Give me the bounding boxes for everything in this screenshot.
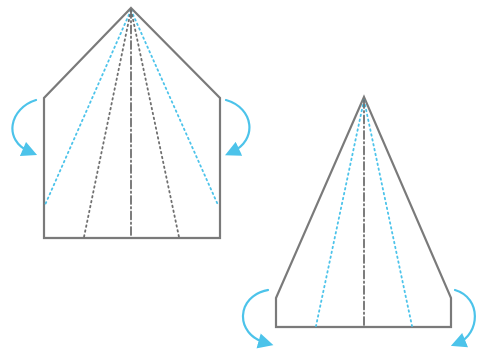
mountain-fold-right	[130, 9, 180, 238]
mountain-fold-left	[83, 9, 132, 238]
arrow-left-fold-under	[241, 288, 274, 349]
valley-fold-right	[130, 9, 219, 206]
arrow-right-fold-under	[450, 288, 476, 348]
arrow-right-fold-in	[224, 98, 251, 156]
valley-fold-left	[315, 99, 365, 327]
valley-fold-left	[44, 9, 132, 206]
step-1-pentagon	[11, 6, 251, 240]
paper-outline	[274, 94, 453, 329]
arrow-left-fold-in	[11, 98, 38, 157]
paper-outline	[42, 6, 222, 240]
step-2-triangle	[241, 94, 476, 349]
valley-fold-right	[363, 99, 413, 327]
